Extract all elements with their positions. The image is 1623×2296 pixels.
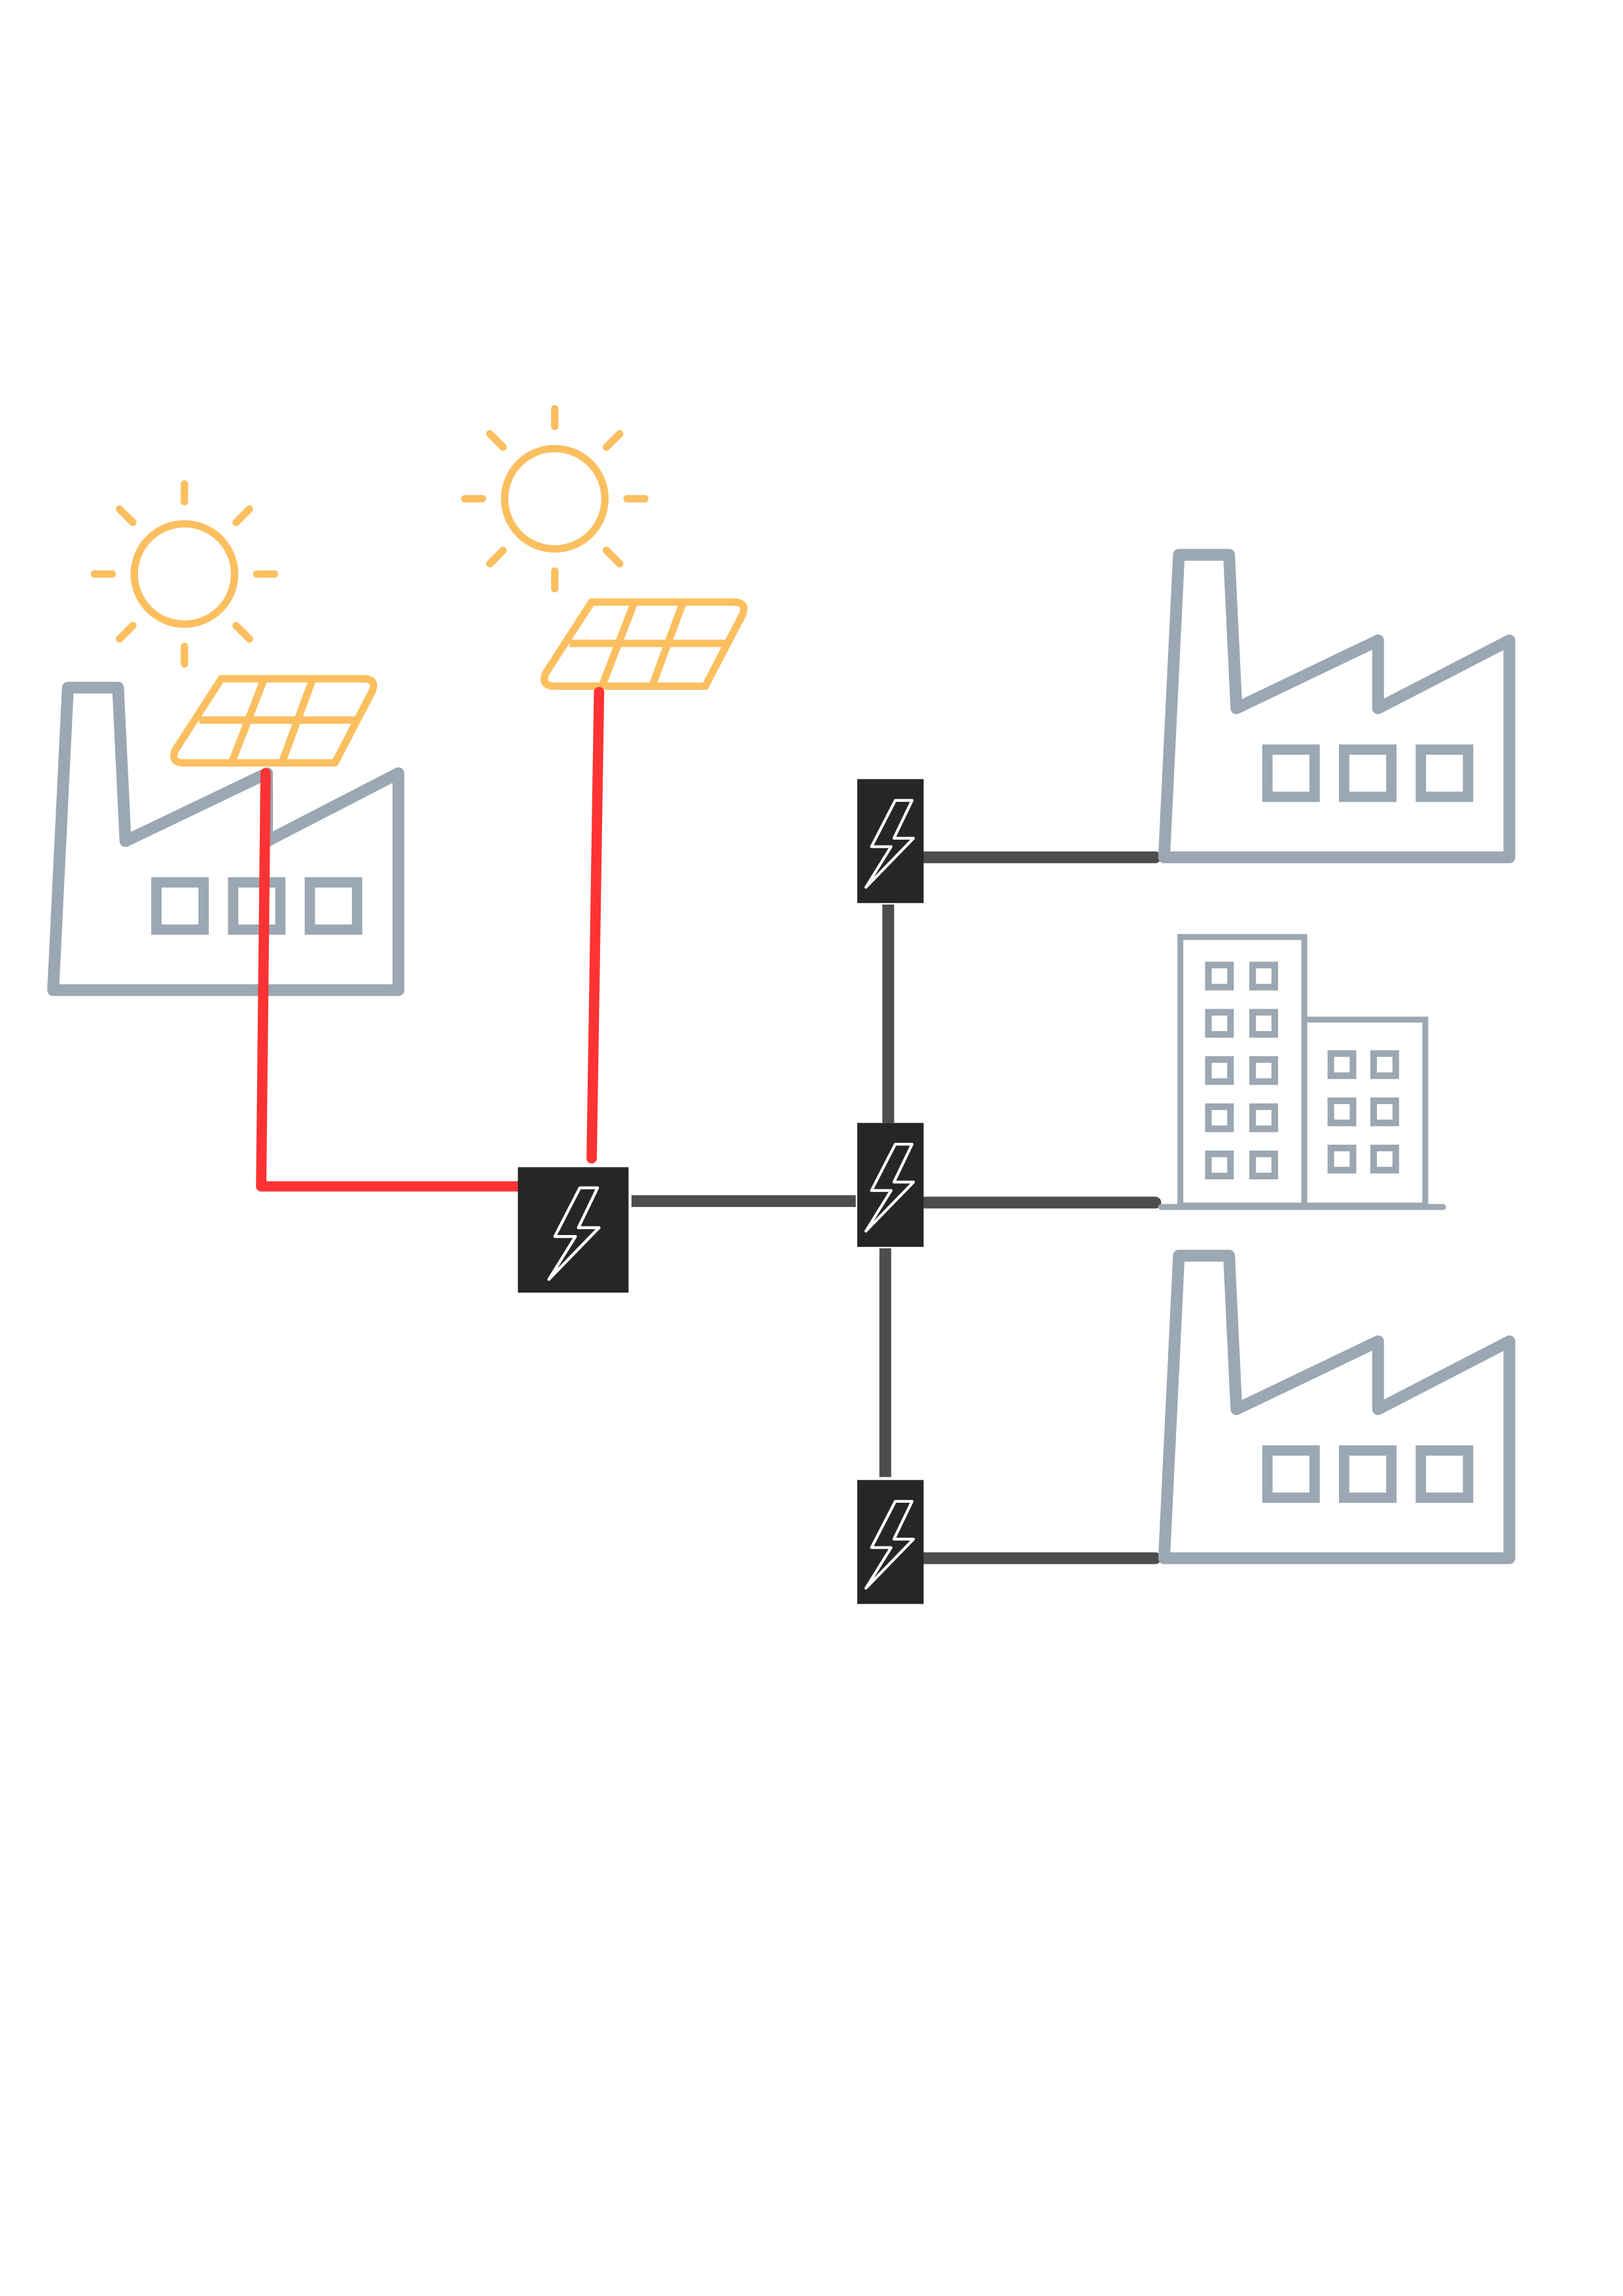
solar-panel-icon [544, 602, 744, 687]
grid-node [857, 1122, 924, 1247]
sun-icon [465, 408, 645, 588]
solar-feed-line [256, 768, 525, 1192]
factory-icon [1164, 1256, 1510, 1558]
factory-icon [1164, 555, 1510, 857]
solar-panel-icon [174, 679, 374, 763]
solar-feed-line [586, 687, 605, 1164]
grid-node [518, 1167, 629, 1293]
sun-icon [94, 484, 274, 664]
grid-node [857, 779, 924, 903]
office-building-icon [1158, 934, 1446, 1210]
grid-node [857, 1480, 924, 1604]
